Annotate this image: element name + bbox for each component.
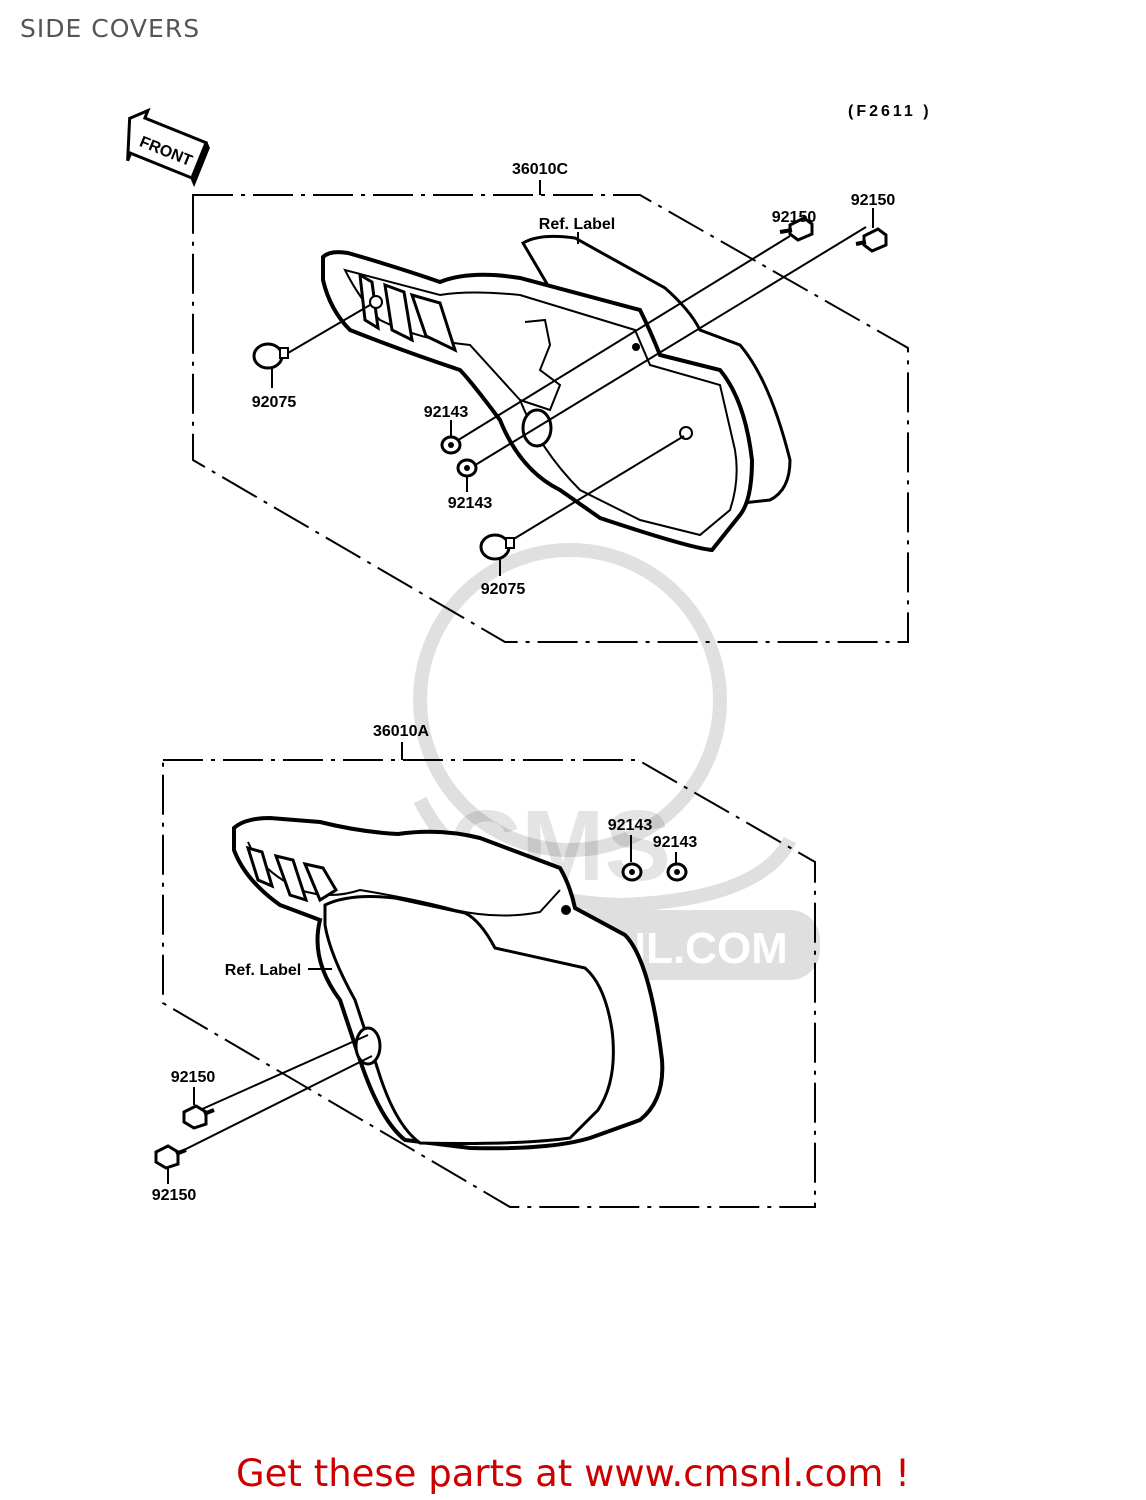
bolt-92150-upper-a (779, 216, 814, 242)
front-arrow: FRONT (126, 107, 210, 188)
grommet-92143-lower-b (666, 862, 688, 882)
cap-92075-upper-b (479, 533, 515, 561)
callout-92143-upper-b: 92143 (448, 495, 493, 512)
figure-code: (F2611 ) (848, 103, 932, 120)
callout-92150-upper-b: 92150 (851, 192, 896, 209)
part-no-36010c: 36010C (512, 161, 568, 178)
ref-label-upper: Ref. Label (539, 216, 615, 233)
bolt-92150-lower-a (182, 1104, 215, 1130)
callout-92143-upper-a: 92143 (424, 404, 469, 421)
page-title: SIDE COVERS (20, 14, 201, 43)
callout-92075-upper-b: 92075 (481, 581, 526, 598)
footer-promo[interactable]: Get these parts at www.cmsnl.com ! (235, 1452, 910, 1495)
ref-label-panel-lower (323, 895, 615, 1145)
callout-92150-lower-a: 92150 (171, 1069, 216, 1086)
assembly-frame-upper (192, 194, 909, 643)
bolt-92150-upper-b (855, 227, 888, 253)
ref-label-lower: Ref. Label (225, 962, 301, 979)
callout-92150-lower-b: 92150 (152, 1187, 197, 1204)
bolt-92150-lower-b (154, 1144, 187, 1170)
assembly-36010c: 36010C Ref. Label 92150 (192, 161, 909, 643)
grommet-92143-upper-a (440, 435, 462, 455)
callout-92143-lower-b: 92143 (653, 834, 698, 851)
part-no-36010a: 36010A (373, 723, 429, 740)
assembly-frame-lower (162, 759, 816, 1208)
callout-92075-upper-a: 92075 (252, 394, 297, 411)
callout-92150-upper-a: 92150 (772, 209, 817, 226)
grommet-92143-upper-b (456, 458, 478, 478)
assembly-36010a: 36010A Ref. Label 92143 92143 (152, 723, 816, 1208)
callout-92143-lower-a: 92143 (608, 817, 653, 834)
cap-92075-upper-a (252, 342, 289, 370)
grommet-92143-lower-a (621, 862, 643, 882)
